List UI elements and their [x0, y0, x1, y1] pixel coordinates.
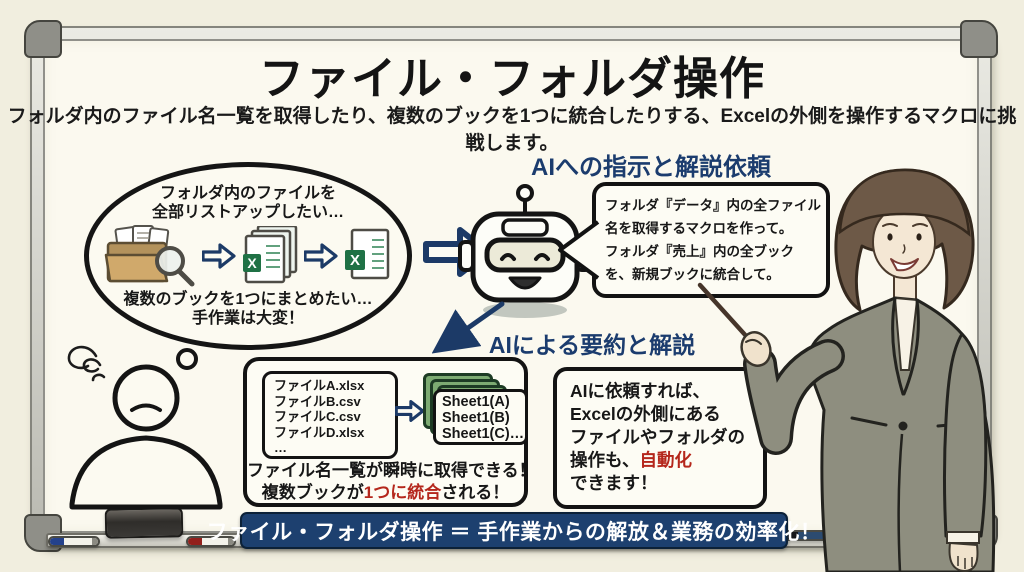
presenter-left-hand — [948, 541, 979, 572]
excel-workbooks-icon: X — [243, 226, 298, 284]
red-marker-icon — [186, 536, 236, 547]
sheet-line-2: Sheet1(B) — [442, 410, 510, 426]
thought-tail-bubble-large — [176, 348, 198, 370]
frustrated-person-icon — [67, 345, 223, 510]
presenter-shirt — [893, 296, 919, 371]
presenter-face — [872, 205, 936, 279]
file-list-line-2: ファイルB.csv — [274, 393, 361, 409]
speech-line-3: フォルダ『売上』内の全ブック — [605, 244, 794, 259]
robot-visor — [484, 237, 566, 273]
sheet-stack-icon: Sheet1(A) Sheet1(B) Sheet1(C)… — [423, 373, 529, 459]
outcome-highlight: 自動化 — [639, 450, 692, 470]
thought-line-1: フォルダ内のファイルを — [159, 185, 336, 202]
robot-ear-left — [458, 240, 475, 272]
person-body — [69, 435, 223, 510]
file-list-line-4: ファイルD.xlsx — [274, 424, 365, 440]
red-marker-tip — [228, 538, 234, 545]
file-list-line-1: ファイルA.xlsx — [274, 378, 365, 393]
squiggle-icon — [67, 345, 106, 382]
frame-corner-cap-tl — [24, 20, 62, 58]
file-list-box: ファイルA.xlsx ファイルB.csv ファイルC.csv ファイルD.xls… — [262, 371, 398, 459]
outcome-line-4: 操作も、自動化 — [570, 449, 763, 472]
file-list-line-5: … — [274, 440, 287, 455]
eraser-icon — [104, 507, 184, 539]
frame-corner-cap-tr — [960, 20, 998, 58]
blue-marker-icon — [48, 536, 100, 547]
outcome-box: AIに依頼すれば、 Excelの外側にある ファイルやフォルダの 操作も、自動化… — [553, 367, 767, 509]
robot-mouth — [508, 276, 542, 290]
sheet-line-1: Sheet1(A) — [442, 394, 510, 410]
navy-marker-cap — [784, 532, 798, 539]
small-flow-arrow-icon — [395, 400, 425, 422]
speech-bubble-tail — [558, 220, 600, 280]
ai-request-label: AIへの指示と解説依頼 — [531, 154, 771, 181]
robot-eyes — [500, 253, 550, 261]
presenter-raised-arm — [740, 331, 845, 455]
page-title: ファイル・フォルダ操作 — [258, 53, 765, 104]
person-frown — [130, 403, 162, 412]
outcome-line-1: AIに依頼すれば、 — [570, 381, 710, 401]
presenter-smile — [890, 258, 919, 272]
outcome-line-4-pre: 操作も、 — [570, 450, 640, 470]
thought-icon-row: X X — [104, 225, 392, 287]
outcome-line-2: Excelの外側にある — [570, 404, 721, 424]
sheet-line-3: Sheet1(C)… — [442, 426, 525, 442]
result-line-2: 複数ブックが1つに統合される！ — [247, 482, 524, 504]
blue-marker-cap — [50, 538, 64, 545]
red-marker-cap — [188, 538, 202, 545]
speech-line-1: フォルダ『データ』内の全ファイル — [605, 198, 821, 213]
blue-marker-tip — [92, 538, 98, 545]
presenter-illustration — [697, 168, 996, 572]
speech-line-2: 名を取得するマクロを作って。 — [605, 221, 793, 236]
folder-search-icon — [104, 225, 195, 287]
summary-box: ファイルA.xlsx ファイルB.csv ファイルC.csv ファイルD.xls… — [243, 357, 536, 507]
speech-line-4: を、新規ブックに統合して。 — [605, 267, 780, 282]
robot-shadow — [483, 302, 567, 318]
presenter-left-arm — [943, 332, 988, 572]
ai-summary-arrow-icon — [432, 301, 505, 354]
result-line-1: ファイル名一覧が瞬時に取得できる！ — [247, 461, 536, 480]
ai-summary-label: AIによる要約と解説 — [488, 332, 696, 358]
flow-arrow-icon-2 — [304, 243, 338, 269]
flow-arrow-icon-1 — [202, 243, 236, 269]
excel-x-label: X — [247, 255, 257, 271]
thought-line-3: 複数のブックを1つにまとめたい… — [123, 291, 373, 308]
result-highlight: 1つに統合 — [363, 483, 442, 502]
thought-line-4: 手作業は大変！ — [191, 310, 304, 327]
outcome-line-3: ファイルやフォルダの — [570, 427, 745, 447]
excel-file-icon: X — [345, 228, 390, 280]
thought-line-2: 全部リストアップしたい… — [151, 204, 344, 221]
presenter-button — [898, 421, 908, 431]
magnifier-icon — [155, 246, 195, 287]
presenter-jacket-opening — [897, 433, 904, 572]
presenter-thumb — [745, 338, 762, 345]
bottom-banner: ファイル・フォルダ操作 ＝ 手作業からの解放＆業務の効率化！ — [207, 512, 821, 549]
page-subtitle: フォルダ内のファイル名一覧を取得したり、複数のブックを1つに統合したりする、Ex… — [7, 106, 1017, 154]
ai-speech-bubble: フォルダ『データ』内の全ファイル 名を取得するマクロを作って。 フォルダ『売上』… — [592, 182, 830, 298]
banner-text: ファイル・フォルダ操作 ＝ 手作業からの解放＆業務の効率化！ — [206, 520, 822, 544]
outcome-line-5: できます！ — [570, 473, 658, 493]
robot-head-panel — [501, 218, 549, 237]
result-line-2-pre: 複数ブックが — [261, 483, 364, 502]
thought-bubble: フォルダ内のファイルを 全部リストアップしたい… — [84, 162, 412, 350]
excel-x-label-2: X — [350, 252, 360, 269]
presenter-bangs — [838, 168, 971, 237]
file-list-line-3: ファイルC.csv — [274, 409, 361, 424]
result-line-2-post: される！ — [441, 483, 510, 502]
sheet-label-box: Sheet1(A) Sheet1(B) Sheet1(C)… — [433, 389, 528, 445]
summary-result: ファイル名一覧が瞬時に取得できる！ 複数ブックが1つに統合される！ — [247, 460, 536, 504]
person-head — [112, 364, 180, 432]
